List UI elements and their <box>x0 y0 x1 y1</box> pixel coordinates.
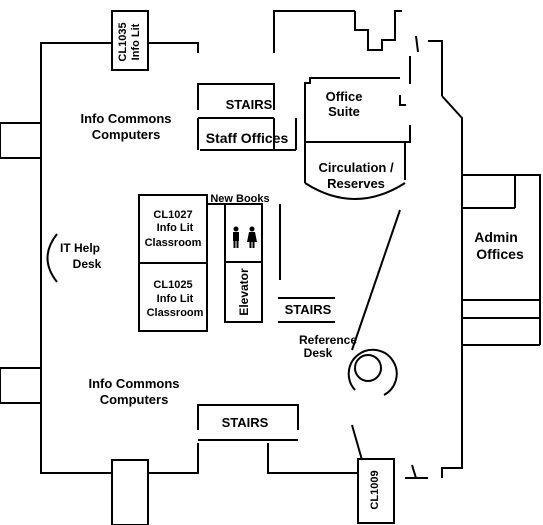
room-number-cl1027: CL1027 <box>153 209 192 221</box>
room-number-cl1035: CL1035 <box>117 22 129 61</box>
room-type-cl1025: Classroom <box>147 307 204 319</box>
room-name-cl1025: Info Lit <box>157 293 194 305</box>
elevator-label: Elevator <box>237 268 251 316</box>
reference-desk-label-2: Desk <box>304 346 333 360</box>
walls <box>0 10 541 525</box>
it-help-desk-label-2: Desk <box>73 257 102 271</box>
room-type-cl1027: Classroom <box>145 237 202 249</box>
room-name-cl1027: Info Lit <box>157 222 194 234</box>
admin-offices-label-2: Offices <box>476 246 524 262</box>
reference-desk-label: Reference <box>299 333 357 347</box>
info-commons-top-label-2: Computers <box>92 127 161 142</box>
circulation-label: Circulation / <box>318 160 394 175</box>
info-commons-top-label: Info Commons <box>81 111 172 126</box>
office-suite-label-2: Suite <box>328 104 360 119</box>
room-cl1025[interactable]: CL1025 Info Lit Classroom <box>147 279 204 319</box>
info-commons-bottom-label-2: Computers <box>100 392 169 407</box>
office-suite-label: Office <box>326 89 363 104</box>
admin-offices-label: Admin <box>474 229 518 245</box>
new-books-label: New Books <box>210 193 269 205</box>
stairs-center-label: STAIRS <box>285 302 332 317</box>
room-cl1027[interactable]: CL1027 Info Lit Classroom <box>145 209 202 249</box>
room-cl1009[interactable]: CL1009 <box>369 470 381 509</box>
room-number-cl1009: CL1009 <box>369 470 381 509</box>
circulation-label-2: Reserves <box>327 176 385 191</box>
info-commons-bottom-label: Info Commons <box>89 376 180 391</box>
room-cl1035[interactable]: CL1035 Info Lit <box>117 22 142 61</box>
stairs-bottom-label: STAIRS <box>222 415 269 430</box>
restroom-icon <box>233 226 257 248</box>
stairs-top-label: STAIRS <box>226 97 273 112</box>
room-number-cl1025: CL1025 <box>153 279 192 291</box>
it-help-desk-label: IT Help <box>60 241 100 255</box>
room-name-cl1035: Info Lit <box>130 23 142 60</box>
staff-offices-label: Staff Offices <box>206 130 289 146</box>
